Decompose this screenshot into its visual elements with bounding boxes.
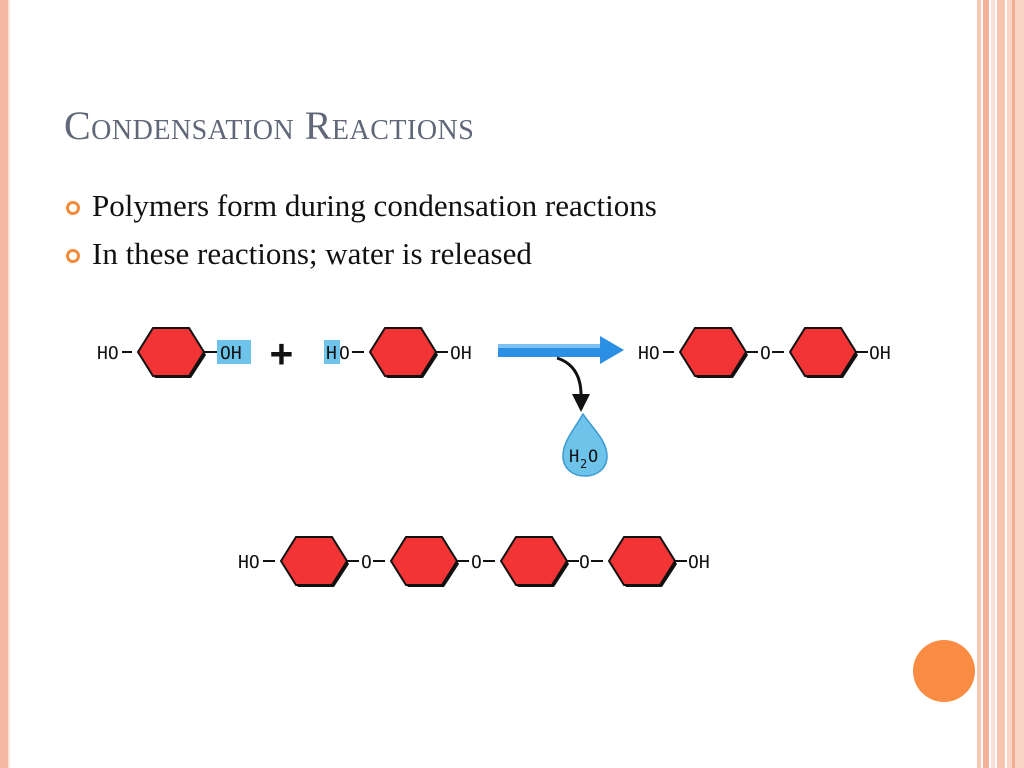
reactant-2: H O OH — [324, 325, 472, 382]
hydroxyl-label: HO — [238, 552, 260, 573]
product-dimer: HO O OH — [638, 325, 891, 382]
hydroxyl-label: OH — [688, 552, 710, 573]
water-label-h: H — [569, 447, 579, 467]
sugar-ring-hexagon — [133, 325, 207, 382]
slide-title: Condensation Reactions — [64, 103, 475, 148]
water-release-arrow-icon — [556, 356, 590, 412]
highlight-box — [324, 340, 340, 364]
bullet-text: Polymers form during condensation reacti… — [92, 188, 657, 223]
left-border-bar — [0, 0, 8, 768]
right-border-bar — [977, 0, 981, 768]
glycosidic-oxygen-label: O — [579, 552, 590, 573]
right-border-bar — [1012, 0, 1015, 768]
sugar-ring-hexagon — [365, 325, 439, 382]
water-droplet-icon: H 2 O — [562, 412, 608, 477]
sugar-ring-hexagon — [276, 534, 350, 591]
bullet-circle-icon — [66, 249, 80, 263]
right-border-bar — [983, 0, 989, 768]
decorative-circle — [913, 640, 975, 702]
sugar-ring-hexagon — [785, 325, 859, 382]
hydroxyl-label: HO — [638, 343, 660, 364]
sugar-ring-hexagon — [386, 534, 460, 591]
polymer-chain: HO O O O OH — [238, 534, 710, 591]
reaction-arrow-icon — [498, 336, 624, 364]
bullet-text: In these reactions; water is released — [92, 236, 532, 271]
glycosidic-oxygen-label: O — [471, 552, 482, 573]
hydroxyl-label: OH — [220, 343, 242, 364]
right-border-bar — [1007, 0, 1024, 768]
sugar-ring-hexagon — [675, 325, 749, 382]
glycosidic-oxygen-label: O — [361, 552, 372, 573]
left-border-bar-inner — [8, 0, 10, 768]
right-border-bar — [991, 0, 995, 768]
bullet-circle-icon — [66, 201, 80, 215]
hydroxyl-label: OH — [869, 343, 891, 364]
reactant-1: HO OH — [97, 325, 251, 382]
right-border-bar — [997, 0, 1005, 768]
sugar-ring-hexagon — [604, 534, 678, 591]
plus-sign: + — [270, 331, 293, 375]
water-label-o: O — [588, 447, 598, 467]
glycosidic-oxygen-label: O — [760, 343, 771, 364]
oxygen-label: O — [339, 343, 350, 364]
sugar-ring-hexagon — [496, 534, 570, 591]
hydroxyl-label: HO — [97, 343, 119, 364]
highlight-box — [217, 340, 251, 364]
water-label-subscript: 2 — [580, 457, 587, 471]
hydrogen-label: H — [326, 343, 337, 364]
hydroxyl-label: OH — [450, 343, 472, 364]
